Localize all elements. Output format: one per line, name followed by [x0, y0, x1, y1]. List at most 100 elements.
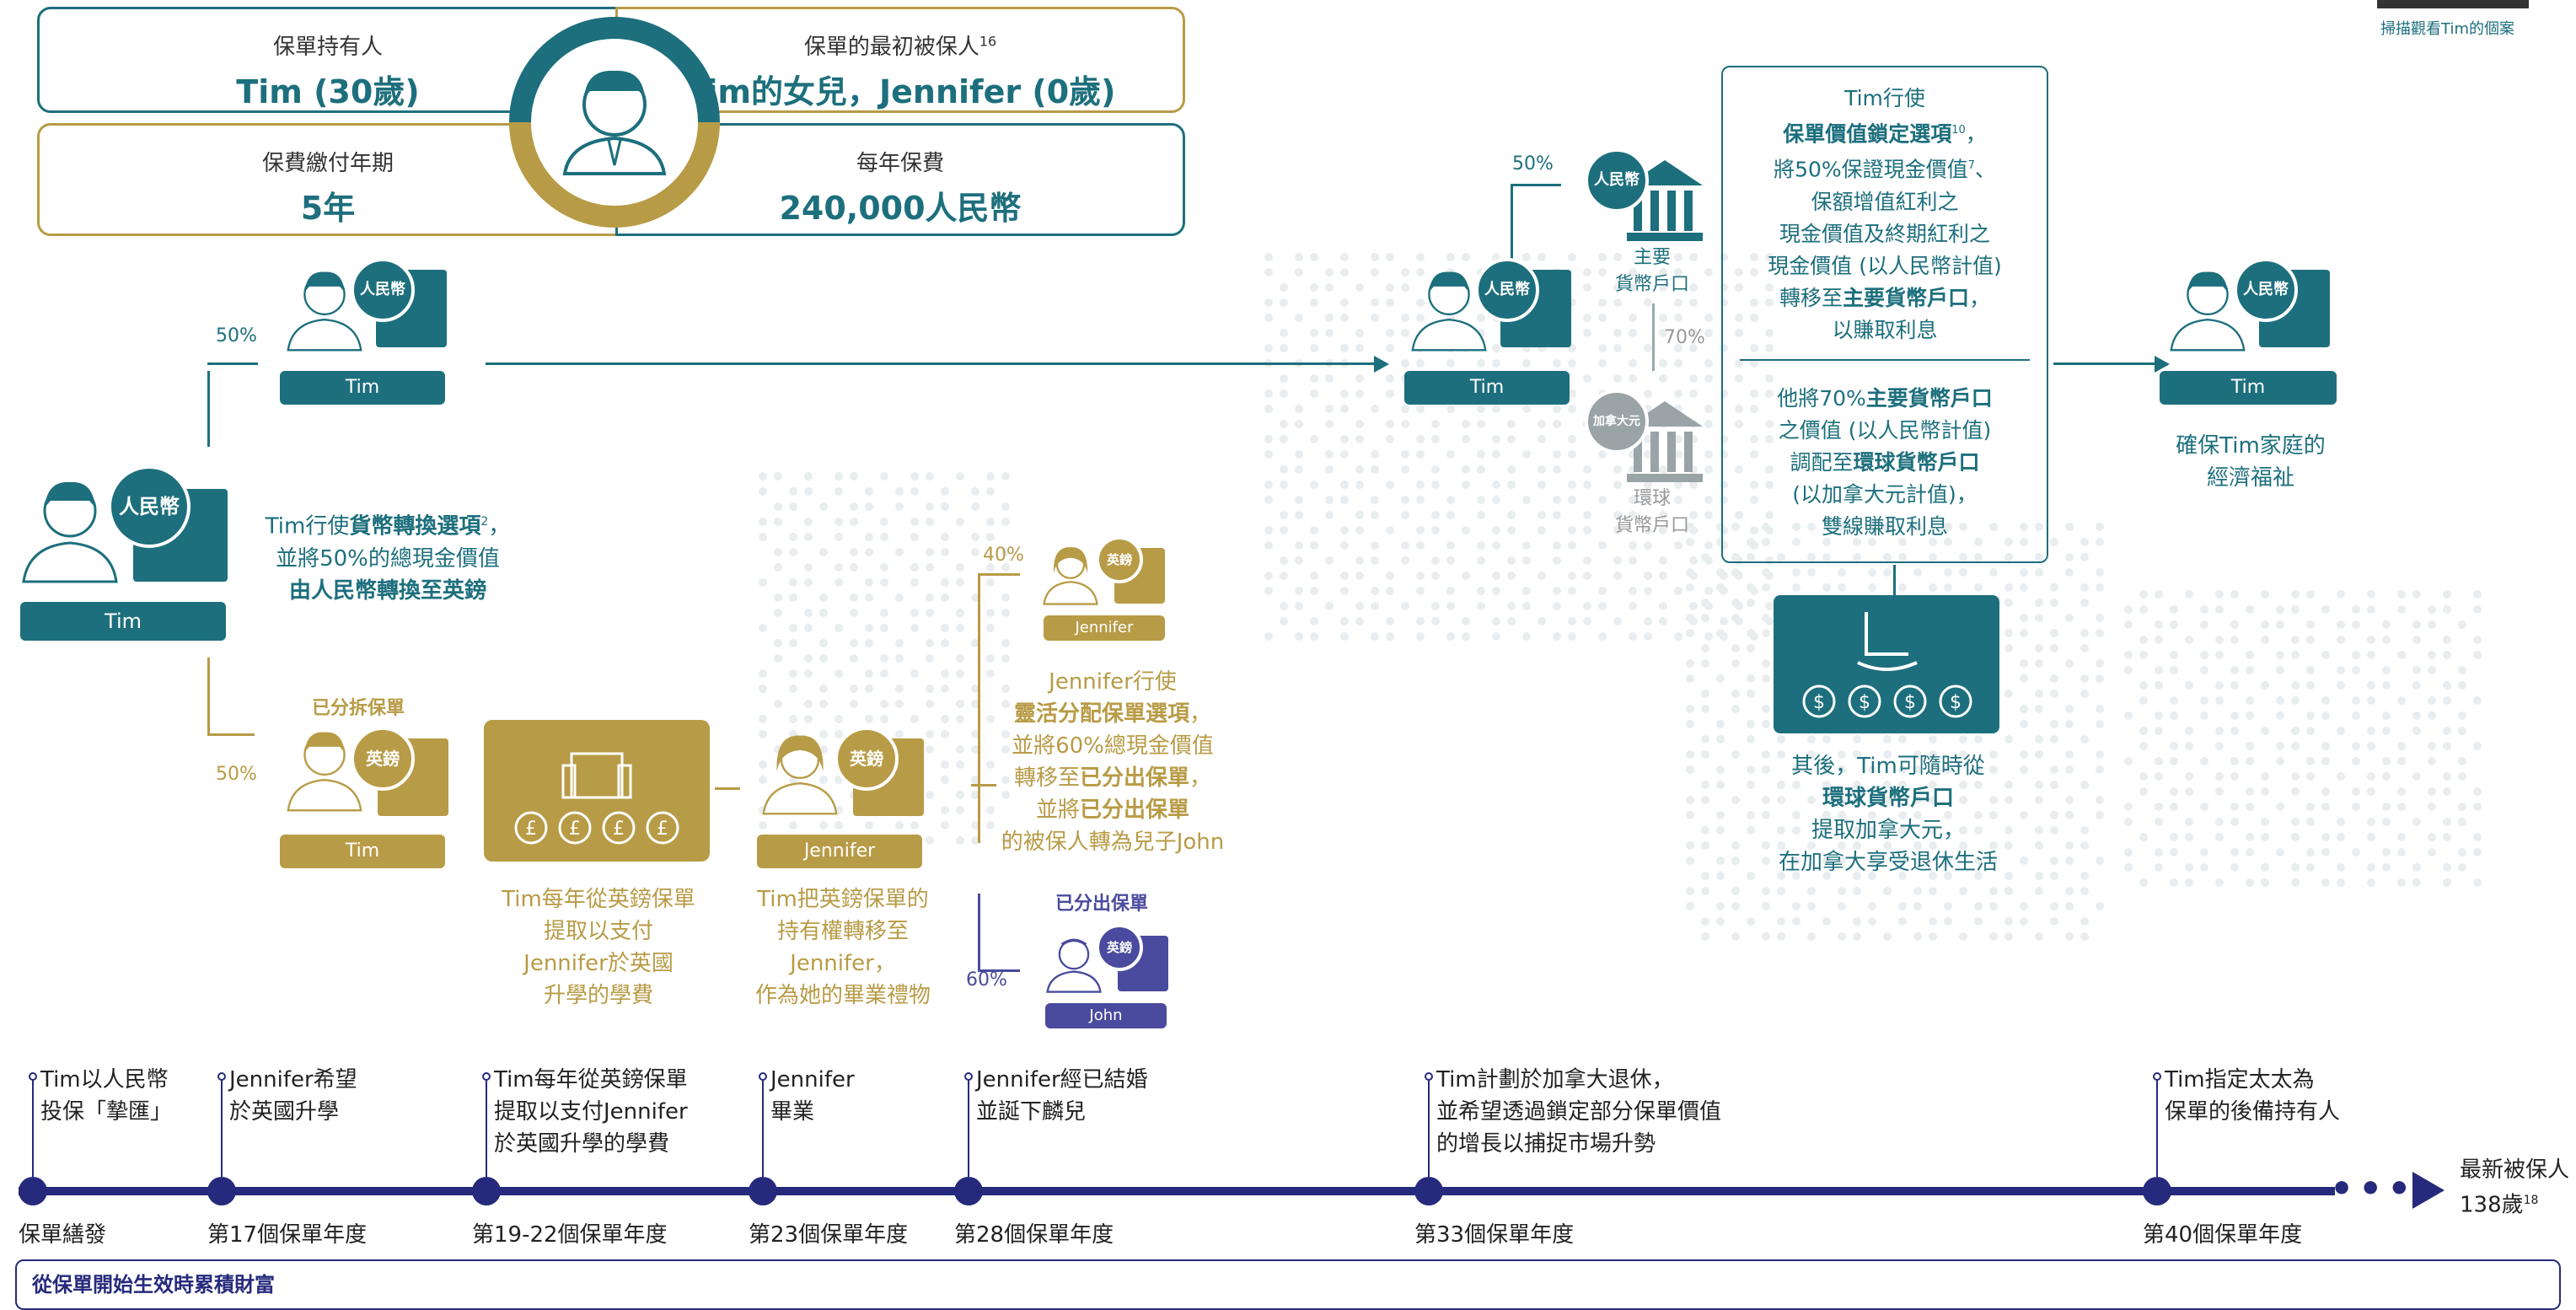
map-dot — [1974, 917, 1983, 926]
map-dot — [1416, 481, 1425, 489]
map-dot — [1598, 450, 1607, 459]
map-dot — [910, 518, 919, 526]
map-dot — [1704, 359, 1713, 368]
map-dot — [1989, 568, 1998, 577]
map-dot — [895, 821, 904, 829]
map-dot — [1538, 253, 1546, 261]
map-dot — [1568, 405, 1576, 413]
map-dot — [1792, 902, 1801, 910]
timeline-milestone-dot — [207, 1177, 236, 1205]
map-dot — [1777, 735, 1785, 744]
map-dot — [1568, 496, 1576, 504]
map-dot — [789, 578, 797, 587]
map-dot — [1280, 511, 1288, 519]
map-dot — [1689, 283, 1698, 292]
map-dot — [2246, 696, 2254, 705]
map-dot — [2291, 727, 2300, 735]
map-dot — [1720, 450, 1728, 459]
map-dot — [2458, 666, 2466, 674]
map-dot — [2080, 917, 2089, 926]
map-dot — [1704, 602, 1713, 610]
map-dot — [2397, 787, 2406, 796]
map-dot — [1568, 617, 1576, 625]
map-dot — [1568, 587, 1576, 595]
map-dot — [1553, 450, 1561, 459]
map-dot — [1629, 268, 1637, 276]
map-dot — [1868, 917, 1876, 926]
map-dot — [2473, 787, 2482, 796]
map-dot — [2230, 590, 2239, 599]
map-dot — [1629, 374, 1637, 383]
timeline-milestone-dot — [2143, 1177, 2171, 1205]
map-dot — [956, 654, 964, 663]
map-dot — [1959, 735, 1967, 744]
map-dot — [1659, 526, 1667, 534]
map-dot — [1674, 344, 1682, 352]
map-dot — [1492, 541, 1500, 550]
map-dot — [1371, 496, 1379, 504]
map-dot — [986, 563, 995, 572]
map-dot — [1747, 690, 1755, 698]
map-dot — [1686, 629, 1694, 637]
map-dot — [1974, 826, 1983, 835]
map-dot — [1538, 481, 1546, 489]
map-dot — [1462, 617, 1470, 625]
map-dot — [1522, 632, 1531, 641]
map-dot — [2035, 659, 2043, 668]
map-dot — [880, 700, 888, 708]
map-dot — [1295, 253, 1303, 261]
map-dot — [1689, 572, 1698, 580]
map-dot — [1747, 735, 1755, 744]
map-dot — [1913, 887, 1922, 895]
map-dot — [1340, 405, 1349, 413]
map-dot — [941, 502, 949, 511]
map-dot — [1974, 811, 1983, 819]
connector-line — [1511, 184, 1561, 186]
divider — [1740, 359, 2030, 361]
map-dot — [804, 715, 813, 723]
map-dot — [1553, 511, 1561, 519]
map-dot — [1686, 856, 1694, 865]
map-dot — [1001, 700, 1010, 708]
map-dot — [1898, 735, 1907, 744]
map-dot — [1898, 856, 1907, 865]
map-dot — [1295, 450, 1303, 459]
map-dot — [1325, 374, 1334, 383]
map-dot — [2170, 848, 2178, 856]
arrow-icon — [715, 787, 740, 790]
map-dot — [1507, 617, 1516, 625]
map-dot — [1765, 602, 1774, 610]
map-dot — [1583, 602, 1591, 610]
map-dot — [1989, 887, 1998, 895]
map-dot — [2004, 932, 2013, 941]
map-dot — [1264, 526, 1273, 534]
map-dot — [1989, 932, 1998, 941]
map-dot — [1416, 526, 1425, 534]
map-dot — [2230, 620, 2239, 629]
map-dot — [2155, 681, 2163, 690]
map-dot — [759, 821, 767, 829]
arrow-icon — [2155, 356, 2170, 373]
map-dot — [2261, 878, 2269, 887]
map-dot — [1280, 298, 1288, 307]
map-dot — [1280, 602, 1288, 610]
map-dot — [1355, 572, 1364, 580]
timeline-pin-head — [964, 1072, 973, 1081]
map-dot — [1371, 602, 1379, 610]
map-dot — [835, 578, 843, 587]
map-dot — [1898, 872, 1907, 880]
map-dot — [2397, 742, 2406, 750]
map-dot — [2004, 538, 2013, 546]
map-dot — [2321, 696, 2330, 705]
map-dot — [1492, 572, 1500, 580]
map-dot — [2200, 605, 2208, 614]
map-dot — [1735, 556, 1743, 565]
map-dot — [956, 760, 964, 769]
map-dot — [1792, 781, 1801, 789]
map-dot — [789, 669, 797, 678]
family-wellbeing-note: 確保Tim家庭的經濟福祉 — [2176, 433, 2326, 491]
map-dot — [2291, 878, 2300, 887]
map-dot — [1720, 435, 1728, 443]
map-dot — [2306, 727, 2315, 735]
map-dot — [2139, 651, 2148, 659]
